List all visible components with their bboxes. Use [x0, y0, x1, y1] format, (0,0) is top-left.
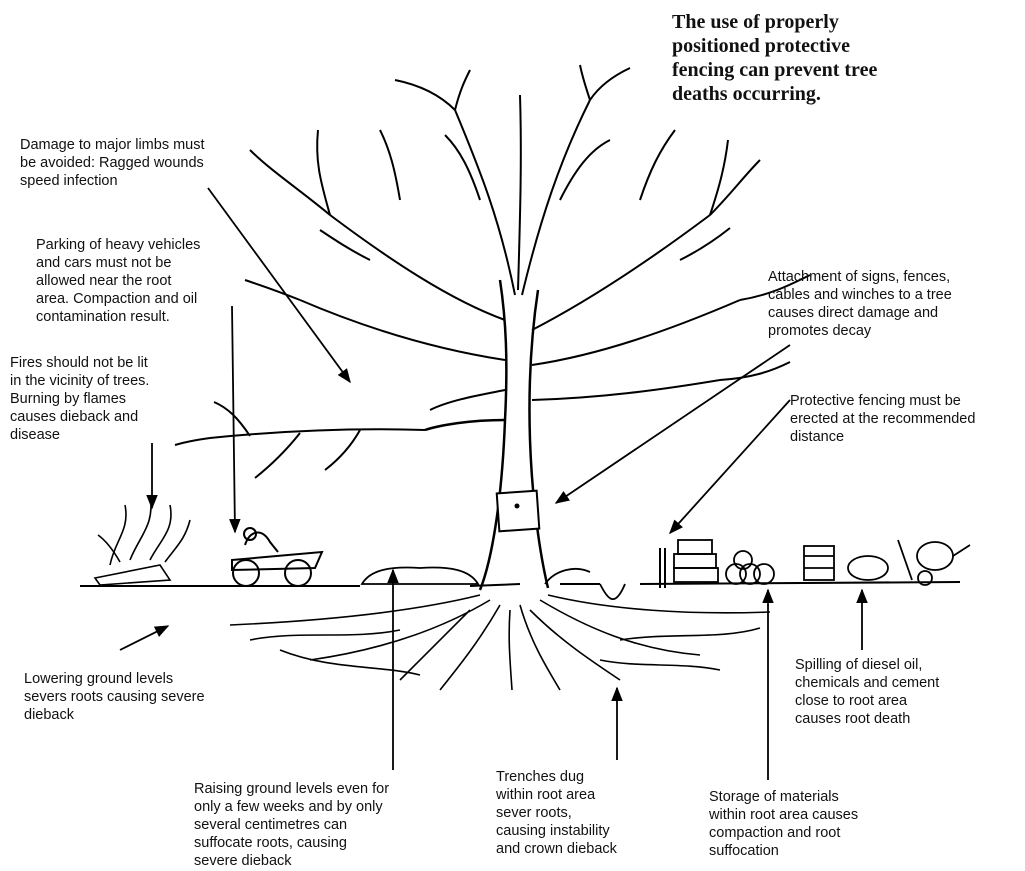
diagram-title: The use of properly positioned protectiv… — [672, 11, 878, 105]
vehicle-drawing — [231, 527, 324, 587]
annotation-raising: Raising ground levels even for only a fe… — [194, 781, 390, 869]
arrow-major-limbs — [207, 187, 351, 384]
arrow-protective-fencing — [669, 399, 791, 535]
ground-line — [80, 581, 961, 587]
soil-mound — [360, 566, 480, 585]
fire-drawing — [93, 494, 191, 586]
arrow-attachment — [554, 344, 791, 504]
annotation-attachment: Attachment of signs, fences, cables and … — [768, 269, 952, 339]
annotation-parking: Parking of heavy vehicles and cars must … — [36, 237, 201, 325]
tree-roots — [229, 594, 771, 691]
materials-stack — [673, 539, 775, 585]
arrow-lowering — [119, 625, 170, 651]
fence-post — [659, 548, 666, 588]
tree-trunk — [424, 279, 550, 591]
annotation-storage: Storage of materials within root area ca… — [709, 789, 859, 859]
annotation-trenches: Trenches dug within root area sever root… — [496, 769, 617, 857]
annotation-protective-fencing: Protective fencing must be erected at th… — [790, 393, 976, 445]
annotation-fires: Fires should not be lit in the vicinity … — [10, 355, 150, 443]
sign-nail — [514, 503, 520, 509]
tree-crown — [174, 64, 811, 479]
annotation-spilling: Spilling of diesel oil, chemicals and ce… — [795, 657, 940, 727]
drums-and-mixer — [803, 539, 971, 586]
sign-board — [495, 489, 541, 533]
trench-drawing — [544, 568, 626, 600]
arrow-parking — [229, 305, 241, 534]
annotation-lowering: Lowering ground levels severs roots caus… — [24, 671, 205, 723]
pointer-arrows — [119, 187, 868, 780]
annotation-major-limbs: Damage to major limbs must be avoided: R… — [20, 137, 205, 189]
